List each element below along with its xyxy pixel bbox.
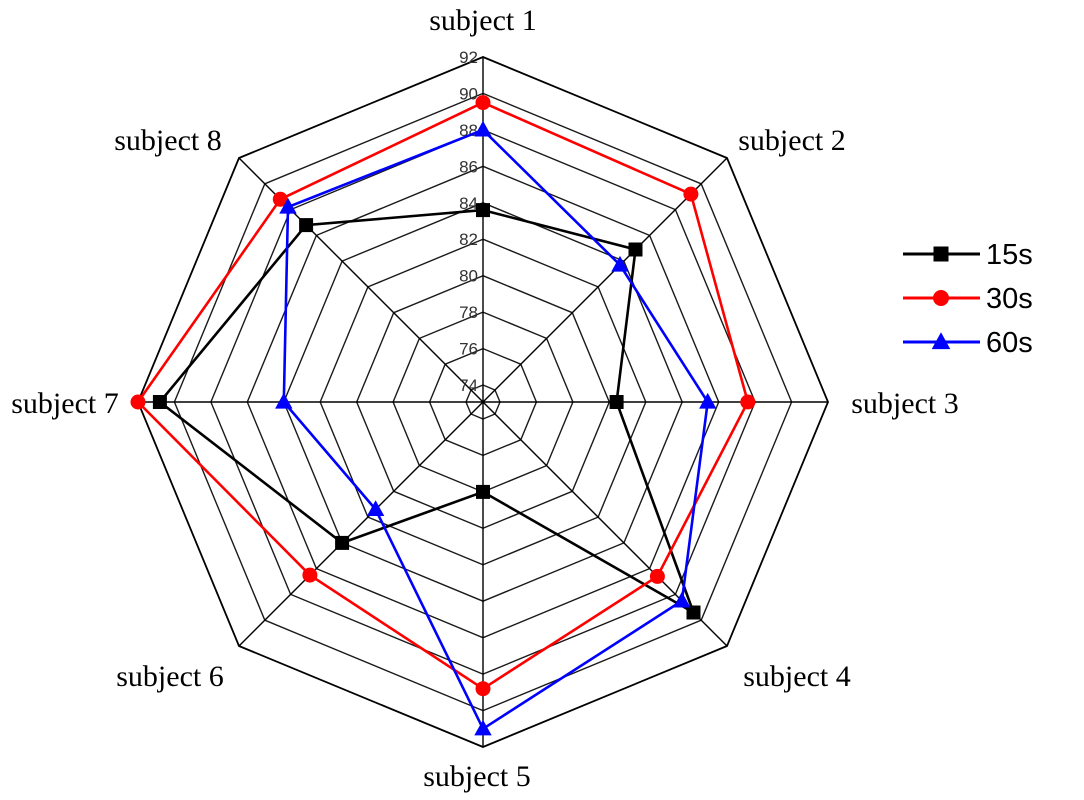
legend-label: 30s [986, 283, 1033, 315]
data-point [474, 120, 492, 137]
data-point [476, 484, 490, 499]
grid-spoke [238, 401, 484, 647]
category-label: subject 3 [851, 387, 958, 420]
data-series [130, 95, 756, 736]
data-point [931, 332, 951, 350]
data-point [272, 191, 288, 207]
category-label: subject 6 [116, 660, 223, 693]
series-60s [275, 120, 717, 736]
tick-label: 80 [459, 267, 478, 286]
series-15s [152, 203, 701, 620]
category-label: subject 1 [429, 4, 536, 37]
data-point [476, 203, 490, 218]
category-label: subject 2 [738, 124, 845, 157]
data-point [130, 394, 146, 410]
data-point [673, 591, 691, 608]
tick-label: 84 [459, 194, 478, 213]
data-point [933, 290, 949, 306]
data-point [611, 255, 629, 272]
tick-label: 76 [459, 340, 478, 359]
data-point [628, 242, 643, 257]
legend-label: 60s [986, 327, 1033, 359]
data-point [335, 535, 350, 550]
data-point [649, 568, 665, 584]
tick-label: 90 [459, 84, 478, 103]
data-point [740, 394, 756, 410]
data-point [686, 605, 701, 620]
data-point [302, 567, 318, 583]
data-point [699, 392, 717, 409]
data-point [275, 392, 293, 409]
category-label: subject 8 [114, 124, 221, 157]
category-label: subject 4 [743, 660, 850, 693]
legend-label: 15s [986, 239, 1033, 271]
data-point [933, 246, 949, 262]
data-point [366, 500, 385, 516]
category-labels: subject 1 subject 2 subject 3 subject 4 subj… [11, 4, 958, 793]
category-label: subject 5 [423, 760, 530, 793]
tick-label: 92 [459, 48, 478, 67]
tick-label: 86 [459, 157, 478, 176]
tick-label: 74 [459, 376, 478, 395]
data-point [475, 95, 491, 111]
radar-grid [137, 56, 829, 748]
legend-item: 30s [903, 283, 1033, 315]
series-line [136, 101, 750, 691]
legend-item: 15s [903, 239, 1033, 271]
legend-item: 60s [903, 327, 1033, 359]
series-line [282, 128, 710, 731]
data-point [299, 218, 314, 233]
data-point [475, 681, 491, 697]
data-point [152, 395, 167, 409]
data-point [279, 197, 297, 214]
data-point [609, 395, 624, 409]
data-point [474, 719, 492, 736]
legend: 15s 30s 60s [903, 239, 1033, 359]
tick-label: 78 [459, 303, 478, 322]
tick-label: 82 [459, 230, 478, 249]
data-point [683, 186, 699, 202]
category-label: subject 7 [11, 387, 118, 420]
series-30s [130, 95, 756, 697]
